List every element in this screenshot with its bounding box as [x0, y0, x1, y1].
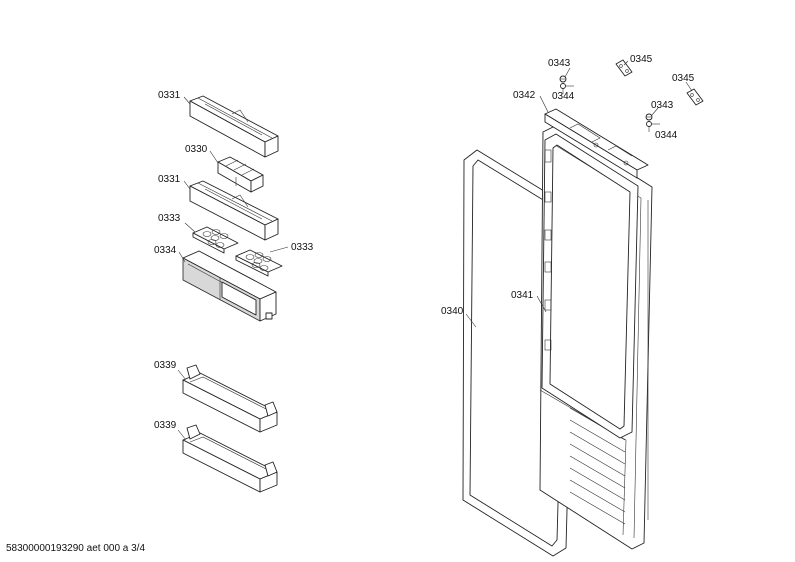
leader-0342 [539, 95, 549, 113]
document-reference-footer: 58300000193290 aet 000 a 3/4 [6, 543, 146, 554]
label-0344-right: 0344 [655, 130, 678, 141]
label-0339-top: 0339 [154, 360, 177, 371]
leader-0334 [178, 251, 186, 263]
label-0331-top: 0331 [158, 90, 181, 101]
part-0333-left-egg-tray[interactable] [192, 226, 239, 254]
leader-0340 [465, 313, 477, 328]
leader-0330 [209, 150, 219, 164]
part-0345-top-plate[interactable] [615, 59, 633, 77]
part-0343-right-screw[interactable] [645, 113, 653, 121]
label-0334: 0334 [154, 245, 177, 256]
part-0339-top-bottle-shelf[interactable] [182, 364, 278, 433]
label-0344-top: 0344 [552, 91, 575, 102]
leader-0331-top [183, 96, 191, 105]
label-0343-right: 0343 [651, 100, 674, 111]
label-0345-right: 0345 [672, 73, 695, 84]
label-0345-top: 0345 [630, 54, 653, 65]
part-0343-top-screw[interactable] [559, 75, 567, 83]
label-0343-top: 0343 [548, 58, 571, 69]
leader-0333-right [269, 246, 289, 253]
part-0331-middle-shelf[interactable] [189, 180, 279, 241]
leader-0341 [536, 295, 547, 313]
label-0333-right: 0333 [291, 242, 314, 253]
part-0339-bottom-bottle-shelf[interactable] [182, 424, 278, 493]
leader-0345-top [623, 60, 629, 66]
label-0333-left: 0333 [158, 213, 181, 224]
part-0340-door-gasket[interactable] [462, 149, 576, 557]
part-0331-top-shelf[interactable] [189, 95, 279, 158]
label-0342: 0342 [513, 90, 536, 101]
label-0339-bot: 0339 [154, 420, 177, 431]
leader-0343-right [651, 107, 659, 116]
part-0345-right-plate[interactable] [686, 88, 704, 106]
leader-0331-mid [183, 180, 191, 190]
part-0342-hinge-bracket[interactable] [544, 108, 649, 179]
part-0344-right-washer[interactable] [646, 121, 652, 133]
label-0330: 0330 [185, 144, 208, 155]
part-0333-right-egg-tray[interactable] [235, 249, 283, 277]
leader-0333-left [184, 222, 196, 233]
ventilation-slats [569, 407, 626, 525]
part-0334-butter-compartment[interactable] [182, 250, 277, 322]
label-0341: 0341 [511, 290, 534, 301]
leader-0343-top [564, 67, 571, 78]
label-0340: 0340 [441, 306, 464, 317]
part-0341-inner-door-panel[interactable] [541, 133, 639, 439]
label-0331-mid: 0331 [158, 174, 181, 185]
leader-0339-bot [177, 429, 187, 441]
leader-0345-right [685, 81, 693, 92]
part-0344-top-washer[interactable] [560, 83, 566, 95]
leader-0339-top [177, 369, 187, 381]
part-0330-egg-rack[interactable] [217, 156, 264, 193]
